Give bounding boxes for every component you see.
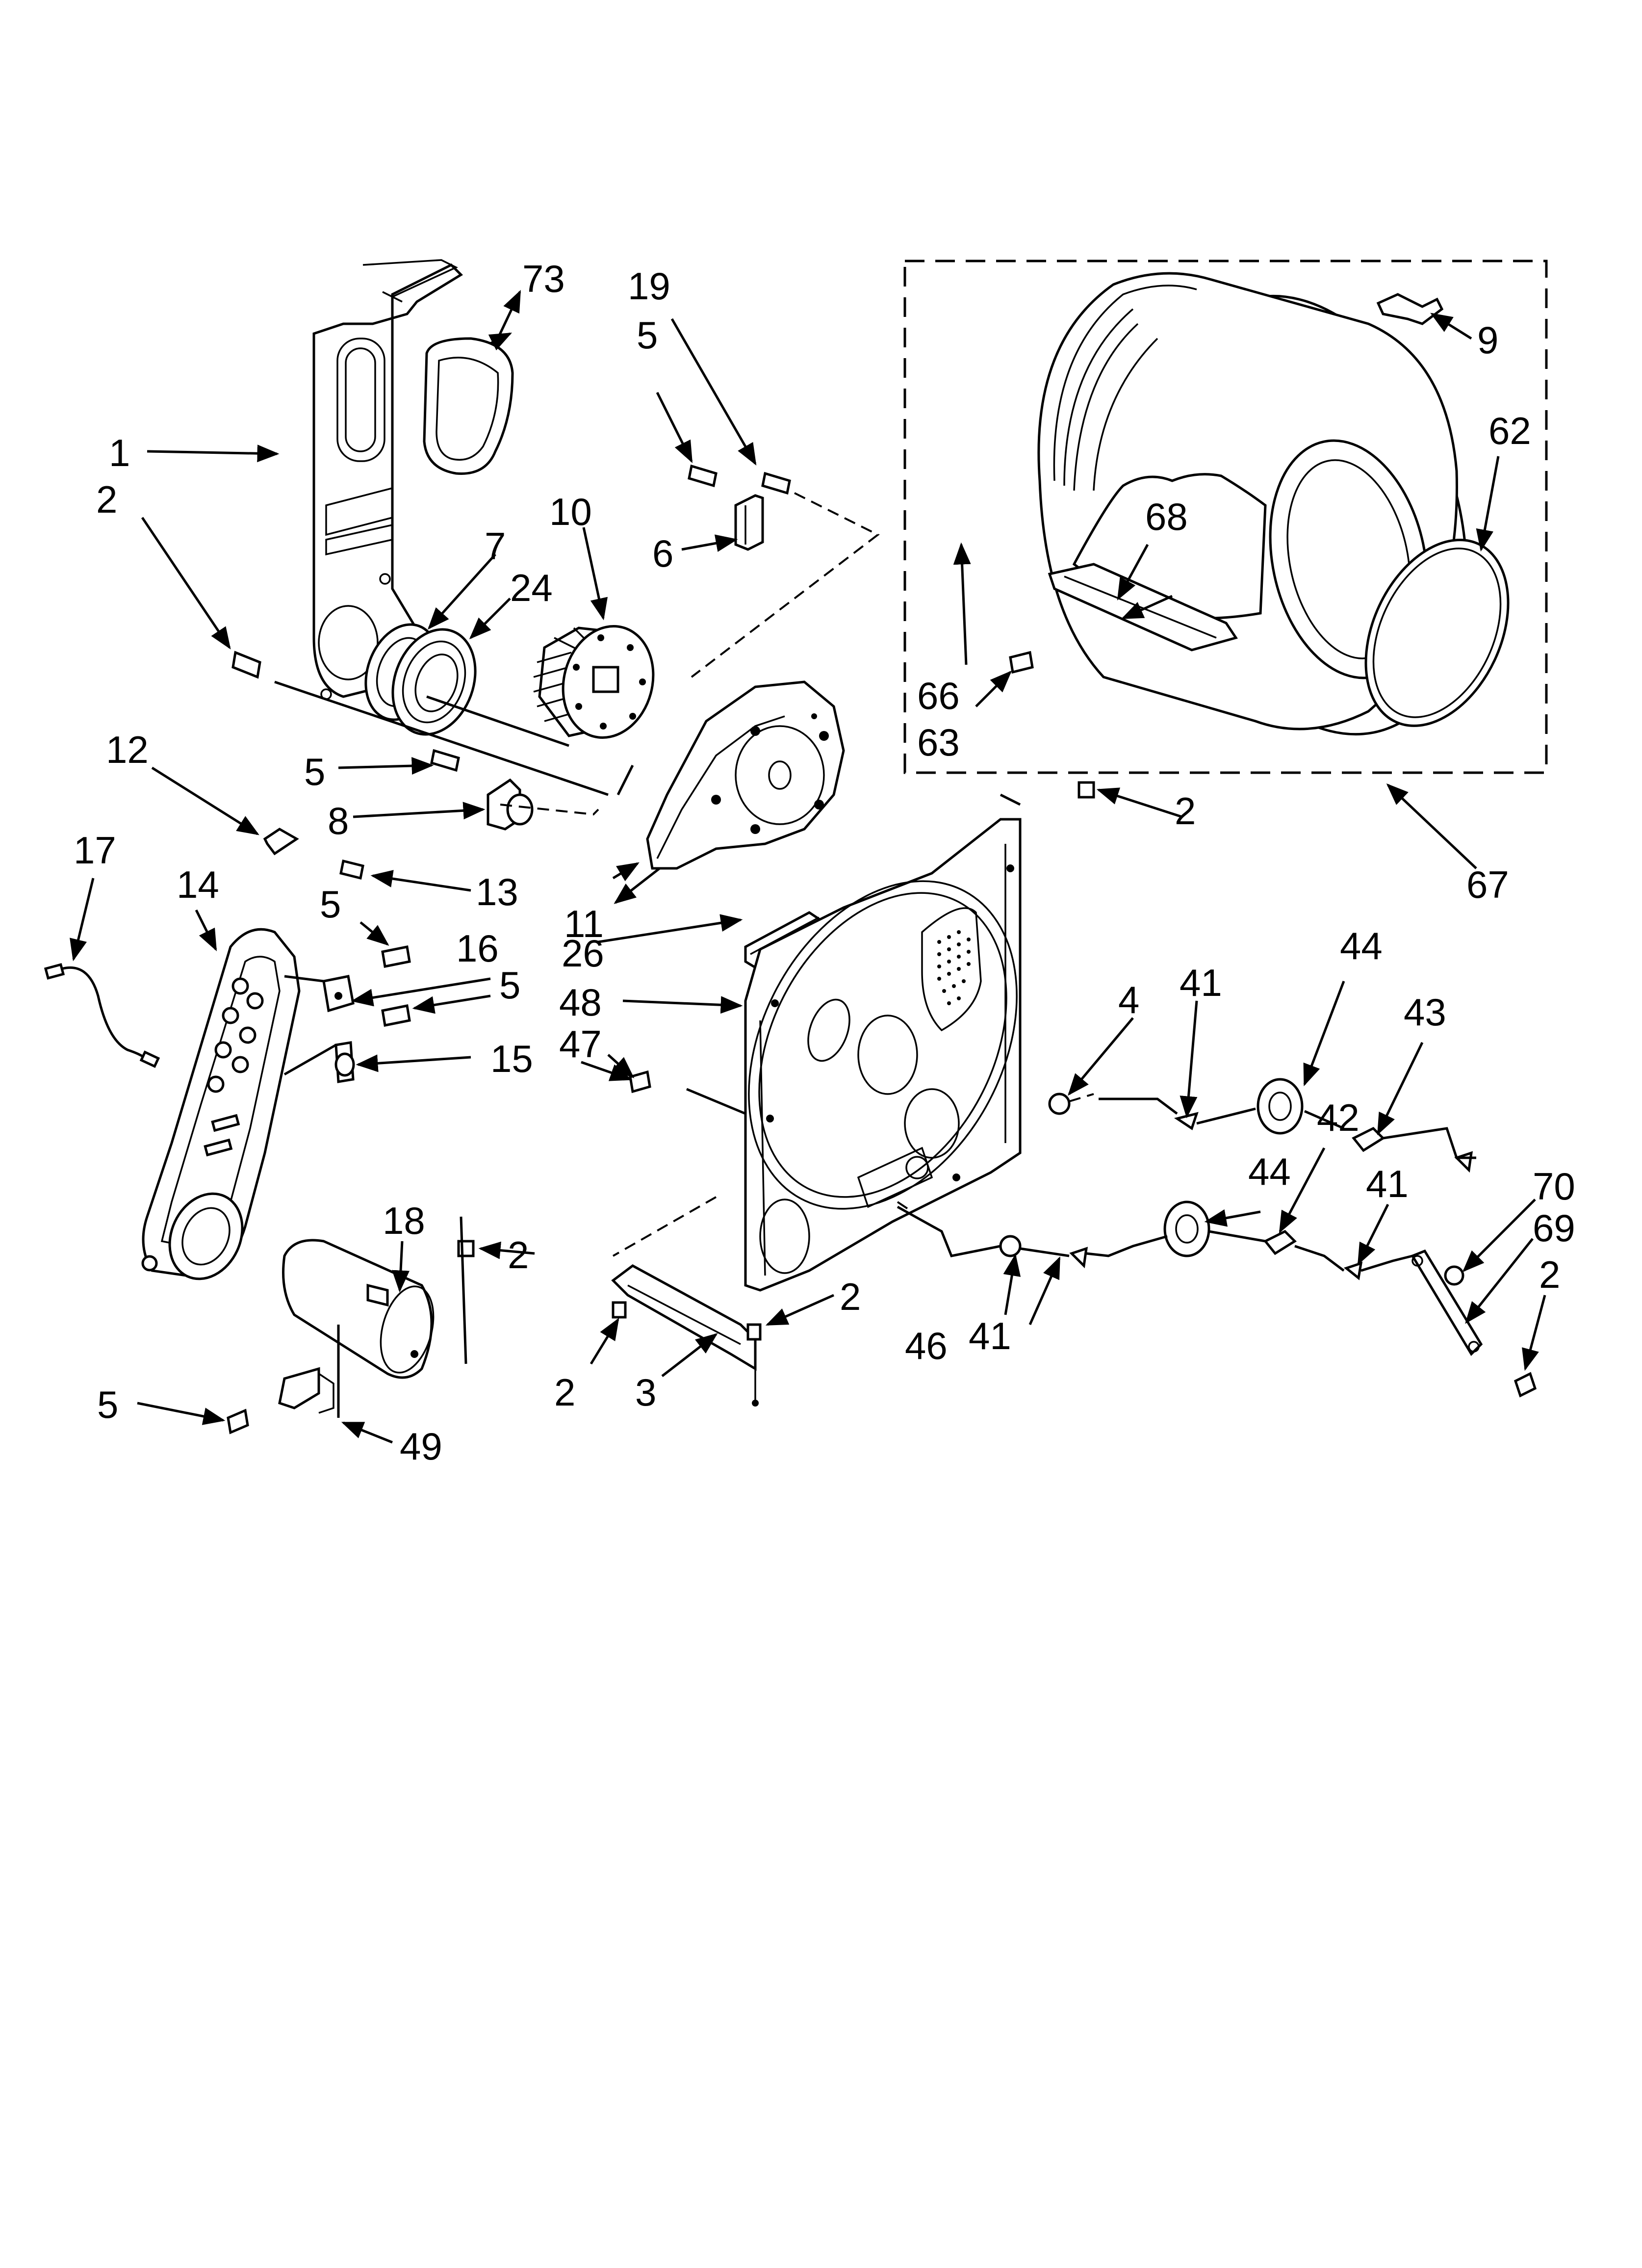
base-bracket [611, 1264, 759, 1407]
callout-5: 5 [304, 750, 325, 793]
callout-47: 47 [559, 1022, 602, 1066]
callout-44: 44 [1248, 1150, 1291, 1193]
callout-11: 11 [564, 902, 604, 945]
callout-2: 2 [840, 1275, 861, 1318]
callout-15: 15 [490, 1037, 533, 1080]
blower-wheel [533, 625, 655, 739]
callout-7: 7 [485, 524, 506, 568]
callout-69: 69 [1533, 1206, 1575, 1250]
callout-41: 41 [1366, 1162, 1409, 1205]
callout-73: 73 [522, 257, 565, 300]
callout-49: 49 [400, 1425, 442, 1468]
callout-63: 63 [917, 721, 960, 764]
callout-1: 1 [109, 431, 130, 474]
callout-41: 41 [969, 1314, 1011, 1357]
callout-2: 2 [1175, 789, 1196, 833]
callout-24: 24 [510, 566, 553, 609]
felt-seal-oval [423, 337, 514, 475]
callout-67: 67 [1466, 863, 1509, 906]
bracket-6 [734, 494, 764, 551]
bearing-ring [391, 628, 477, 736]
callout-70: 70 [1533, 1165, 1575, 1208]
callout-41: 41 [1180, 961, 1222, 1004]
callout-2: 2 [508, 1233, 529, 1277]
callout-62: 62 [1488, 409, 1531, 452]
callout-5: 5 [637, 313, 658, 357]
exhaust-tube [282, 1239, 435, 1379]
callout-18: 18 [383, 1199, 425, 1242]
callout-48: 48 [559, 981, 602, 1024]
callout-17: 17 [74, 829, 116, 872]
wire-harness [44, 963, 160, 1068]
callout-2: 2 [554, 1371, 575, 1414]
assembly-lines [274, 492, 1476, 1418]
thermistor [487, 778, 534, 831]
clip-12 [263, 828, 299, 856]
exhaust-duct [141, 928, 301, 1280]
rear-panel [744, 818, 1022, 1292]
leader-arrows [70, 289, 1546, 1444]
thermostat-16 [322, 975, 355, 1013]
callout-2: 2 [1539, 1253, 1560, 1296]
blower-housing [646, 680, 845, 870]
thermal-fuse-15 [334, 1041, 355, 1083]
callout-8: 8 [328, 799, 349, 842]
callout-9: 9 [1477, 318, 1498, 362]
callout-68: 68 [1145, 495, 1188, 538]
callout-6: 6 [652, 532, 673, 575]
callout-4: 4 [1118, 978, 1139, 1021]
callout-3: 3 [635, 1371, 656, 1414]
callout-43: 43 [1404, 991, 1446, 1034]
callout-46: 46 [905, 1324, 948, 1367]
callout-42: 42 [1317, 1096, 1360, 1139]
callout-5: 5 [499, 964, 520, 1007]
callout-2: 2 [96, 478, 117, 521]
callout-14: 14 [177, 863, 219, 906]
callout-12: 12 [106, 728, 149, 771]
callout-10: 10 [549, 490, 592, 533]
clip-9 [1376, 293, 1444, 325]
bracket-49 [278, 1367, 334, 1414]
callout-44: 44 [1340, 924, 1383, 967]
callout-5: 5 [97, 1383, 118, 1426]
drum-assembly-box [903, 260, 1548, 774]
callout-66: 66 [917, 674, 960, 717]
callout-13: 13 [476, 870, 518, 913]
idler-wheels [999, 1078, 1483, 1356]
callout-16: 16 [456, 927, 499, 970]
callout-19: 19 [628, 264, 670, 308]
callout-26: 26 [562, 932, 604, 975]
callout-labels: 1 2 2 2 2 2 2 3 4 5 5 5 5 5 6 7 8 9 10 1… [74, 257, 1575, 1468]
callout-5: 5 [320, 883, 341, 926]
